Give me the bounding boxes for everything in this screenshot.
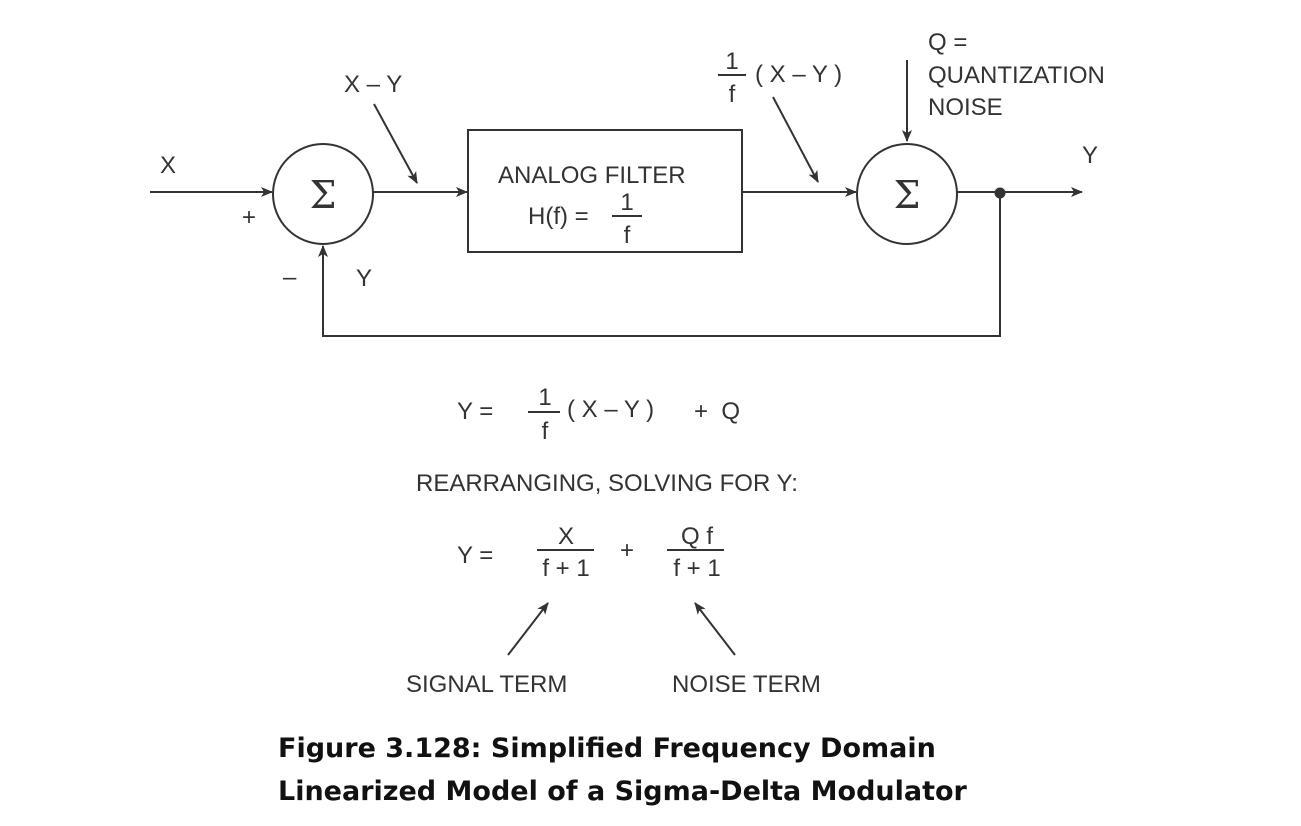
- filtered-leader-arrow: [772, 96, 819, 183]
- minus-sign: –: [283, 264, 297, 291]
- eq2-lhs: Y =: [457, 542, 493, 569]
- eq2-term2-denominator: f + 1: [673, 555, 720, 582]
- noise-label-line-1: Q =: [928, 29, 967, 56]
- eq2-term2-numerator: Q f: [681, 523, 713, 550]
- filter-denominator: f: [624, 222, 631, 249]
- difference-leader-arrow: [373, 103, 418, 184]
- pickoff-node: [994, 187, 1006, 199]
- filter-transfer-prefix: H(f) =: [528, 203, 589, 230]
- input-label: X: [160, 152, 176, 179]
- output-label: Y: [1082, 142, 1098, 169]
- filter-title: ANALOG FILTER: [498, 162, 686, 189]
- noise-label-line-3: NOISE: [928, 94, 1003, 121]
- figure-caption: Figure 3.128: Simplified Frequency Domai…: [278, 727, 1178, 813]
- summing-junction-1: [272, 143, 374, 245]
- eq1-lhs: Y =: [457, 398, 493, 425]
- feedback-path: [318, 192, 1001, 337]
- eq1-numerator: 1: [538, 384, 551, 411]
- summing-junction-2: [856, 143, 958, 245]
- eq1-expression: ( X – Y ): [567, 396, 654, 423]
- plus-sign: +: [242, 204, 256, 231]
- filtered-label-expression: ( X – Y ): [755, 61, 842, 88]
- caption-line-2: Linearized Model of a Sigma-Delta Modula…: [278, 776, 967, 807]
- eq2-term1-denominator: f + 1: [542, 555, 589, 582]
- noise-label-line-2: QUANTIZATION: [928, 62, 1105, 89]
- signal-term-arrow: [507, 602, 549, 656]
- sigma-symbol-2: Σ: [894, 173, 921, 217]
- filter-numerator: 1: [620, 189, 633, 216]
- filtered-label-denominator: f: [729, 81, 736, 108]
- sigma-symbol-1: Σ: [310, 173, 337, 217]
- noise-term-arrow: [694, 602, 736, 656]
- eq1-denominator: f: [542, 418, 549, 445]
- eq1-tail: + Q: [694, 398, 740, 425]
- noise-term-label: NOISE TERM: [672, 671, 821, 698]
- filtered-label-numerator: 1: [725, 48, 738, 75]
- eq2-plus: +: [620, 537, 634, 564]
- feedback-label: Y: [356, 265, 372, 292]
- difference-label: X – Y: [344, 71, 402, 98]
- analog-filter-box: [467, 129, 743, 253]
- signal-term-label: SIGNAL TERM: [406, 671, 567, 698]
- rearranging-text: REARRANGING, SOLVING FOR Y:: [416, 470, 798, 497]
- eq2-term1-numerator: X: [558, 523, 574, 550]
- caption-line-1: Figure 3.128: Simplified Frequency Domai…: [278, 733, 936, 764]
